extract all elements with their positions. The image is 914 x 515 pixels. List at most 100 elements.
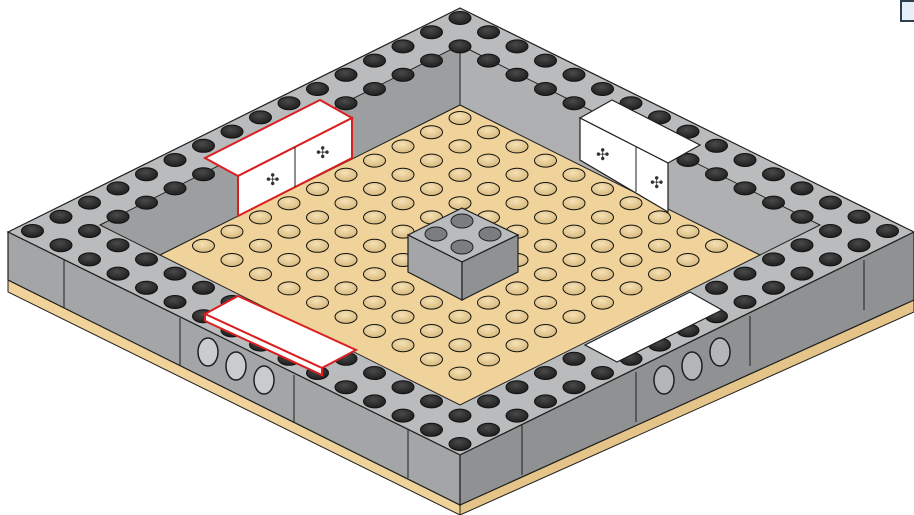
tan-stud bbox=[221, 254, 243, 267]
black-stud bbox=[449, 40, 471, 53]
axle-hole-icon: ✣ bbox=[266, 172, 279, 189]
black-stud bbox=[848, 239, 870, 252]
black-stud bbox=[136, 196, 158, 209]
black-stud bbox=[592, 83, 614, 96]
black-stud bbox=[164, 296, 186, 309]
black-stud bbox=[364, 367, 386, 380]
tan-stud bbox=[649, 268, 671, 281]
black-stud bbox=[164, 182, 186, 195]
tan-stud bbox=[250, 239, 272, 252]
tan-stud bbox=[449, 310, 471, 323]
black-stud bbox=[506, 409, 528, 422]
black-stud bbox=[335, 68, 357, 81]
black-stud bbox=[421, 54, 443, 67]
black-stud bbox=[421, 395, 443, 408]
pin-hole-icon bbox=[226, 352, 246, 380]
pin-hole-icon bbox=[254, 366, 274, 394]
black-stud bbox=[506, 68, 528, 81]
black-stud bbox=[79, 253, 101, 266]
black-stud bbox=[820, 253, 842, 266]
tan-stud bbox=[421, 183, 443, 196]
axle-hole-icon: ✣ bbox=[596, 147, 609, 164]
tan-stud bbox=[307, 183, 329, 196]
black-stud bbox=[421, 423, 443, 436]
black-stud bbox=[307, 83, 329, 96]
tan-stud bbox=[449, 197, 471, 210]
tan-stud bbox=[421, 154, 443, 167]
tan-stud bbox=[335, 254, 357, 267]
black-stud bbox=[364, 54, 386, 67]
black-stud bbox=[478, 423, 500, 436]
black-stud bbox=[478, 26, 500, 39]
tan-stud bbox=[592, 239, 614, 252]
tan-stud bbox=[449, 140, 471, 153]
tan-stud bbox=[335, 168, 357, 181]
tan-stud bbox=[620, 282, 642, 295]
tan-stud bbox=[449, 112, 471, 125]
tan-stud bbox=[307, 268, 329, 281]
black-stud bbox=[791, 267, 813, 280]
tan-stud bbox=[620, 225, 642, 238]
tan-stud bbox=[421, 353, 443, 366]
tan-stud bbox=[563, 168, 585, 181]
tan-stud bbox=[478, 183, 500, 196]
tan-stud bbox=[335, 282, 357, 295]
tan-stud bbox=[392, 168, 414, 181]
black-stud bbox=[734, 267, 756, 280]
tan-stud bbox=[335, 197, 357, 210]
tan-stud bbox=[535, 325, 557, 338]
black-stud bbox=[820, 196, 842, 209]
black-stud bbox=[506, 381, 528, 394]
black-stud bbox=[79, 196, 101, 209]
black-stud bbox=[563, 97, 585, 110]
tan-stud bbox=[449, 339, 471, 352]
black-stud bbox=[763, 281, 785, 294]
black-stud bbox=[392, 409, 414, 422]
tan-stud bbox=[535, 211, 557, 224]
tan-stud bbox=[449, 168, 471, 181]
black-stud bbox=[449, 438, 471, 451]
black-stud bbox=[164, 154, 186, 167]
black-stud bbox=[449, 12, 471, 25]
tan-stud bbox=[392, 140, 414, 153]
pin-hole-icon bbox=[654, 366, 674, 394]
black-stud bbox=[563, 68, 585, 81]
tan-stud bbox=[506, 197, 528, 210]
black-stud bbox=[706, 139, 728, 152]
tan-stud bbox=[478, 154, 500, 167]
tan-stud bbox=[364, 183, 386, 196]
black-stud bbox=[563, 381, 585, 394]
tan-stud bbox=[535, 296, 557, 309]
black-stud bbox=[22, 225, 44, 238]
black-stud bbox=[763, 168, 785, 181]
tan-stud bbox=[649, 239, 671, 252]
black-stud bbox=[193, 281, 215, 294]
tan-stud bbox=[592, 296, 614, 309]
black-stud bbox=[221, 125, 243, 138]
tan-stud bbox=[535, 183, 557, 196]
black-stud bbox=[421, 26, 443, 39]
tan-stud bbox=[563, 310, 585, 323]
black-stud bbox=[478, 54, 500, 67]
tan-stud bbox=[364, 211, 386, 224]
tan-stud bbox=[563, 197, 585, 210]
tan-stud bbox=[335, 310, 357, 323]
black-stud bbox=[79, 225, 101, 238]
black-stud bbox=[193, 168, 215, 181]
black-stud bbox=[193, 139, 215, 152]
black-stud bbox=[335, 97, 357, 110]
tan-stud bbox=[278, 225, 300, 238]
black-stud bbox=[535, 83, 557, 96]
black-stud bbox=[335, 381, 357, 394]
black-stud bbox=[278, 97, 300, 110]
tan-stud bbox=[307, 211, 329, 224]
pin-hole-icon bbox=[682, 352, 702, 380]
black-stud bbox=[791, 239, 813, 252]
tan-stud bbox=[478, 353, 500, 366]
tan-stud bbox=[535, 154, 557, 167]
tan-stud bbox=[335, 225, 357, 238]
black-stud bbox=[136, 168, 158, 181]
tan-stud bbox=[193, 239, 215, 252]
